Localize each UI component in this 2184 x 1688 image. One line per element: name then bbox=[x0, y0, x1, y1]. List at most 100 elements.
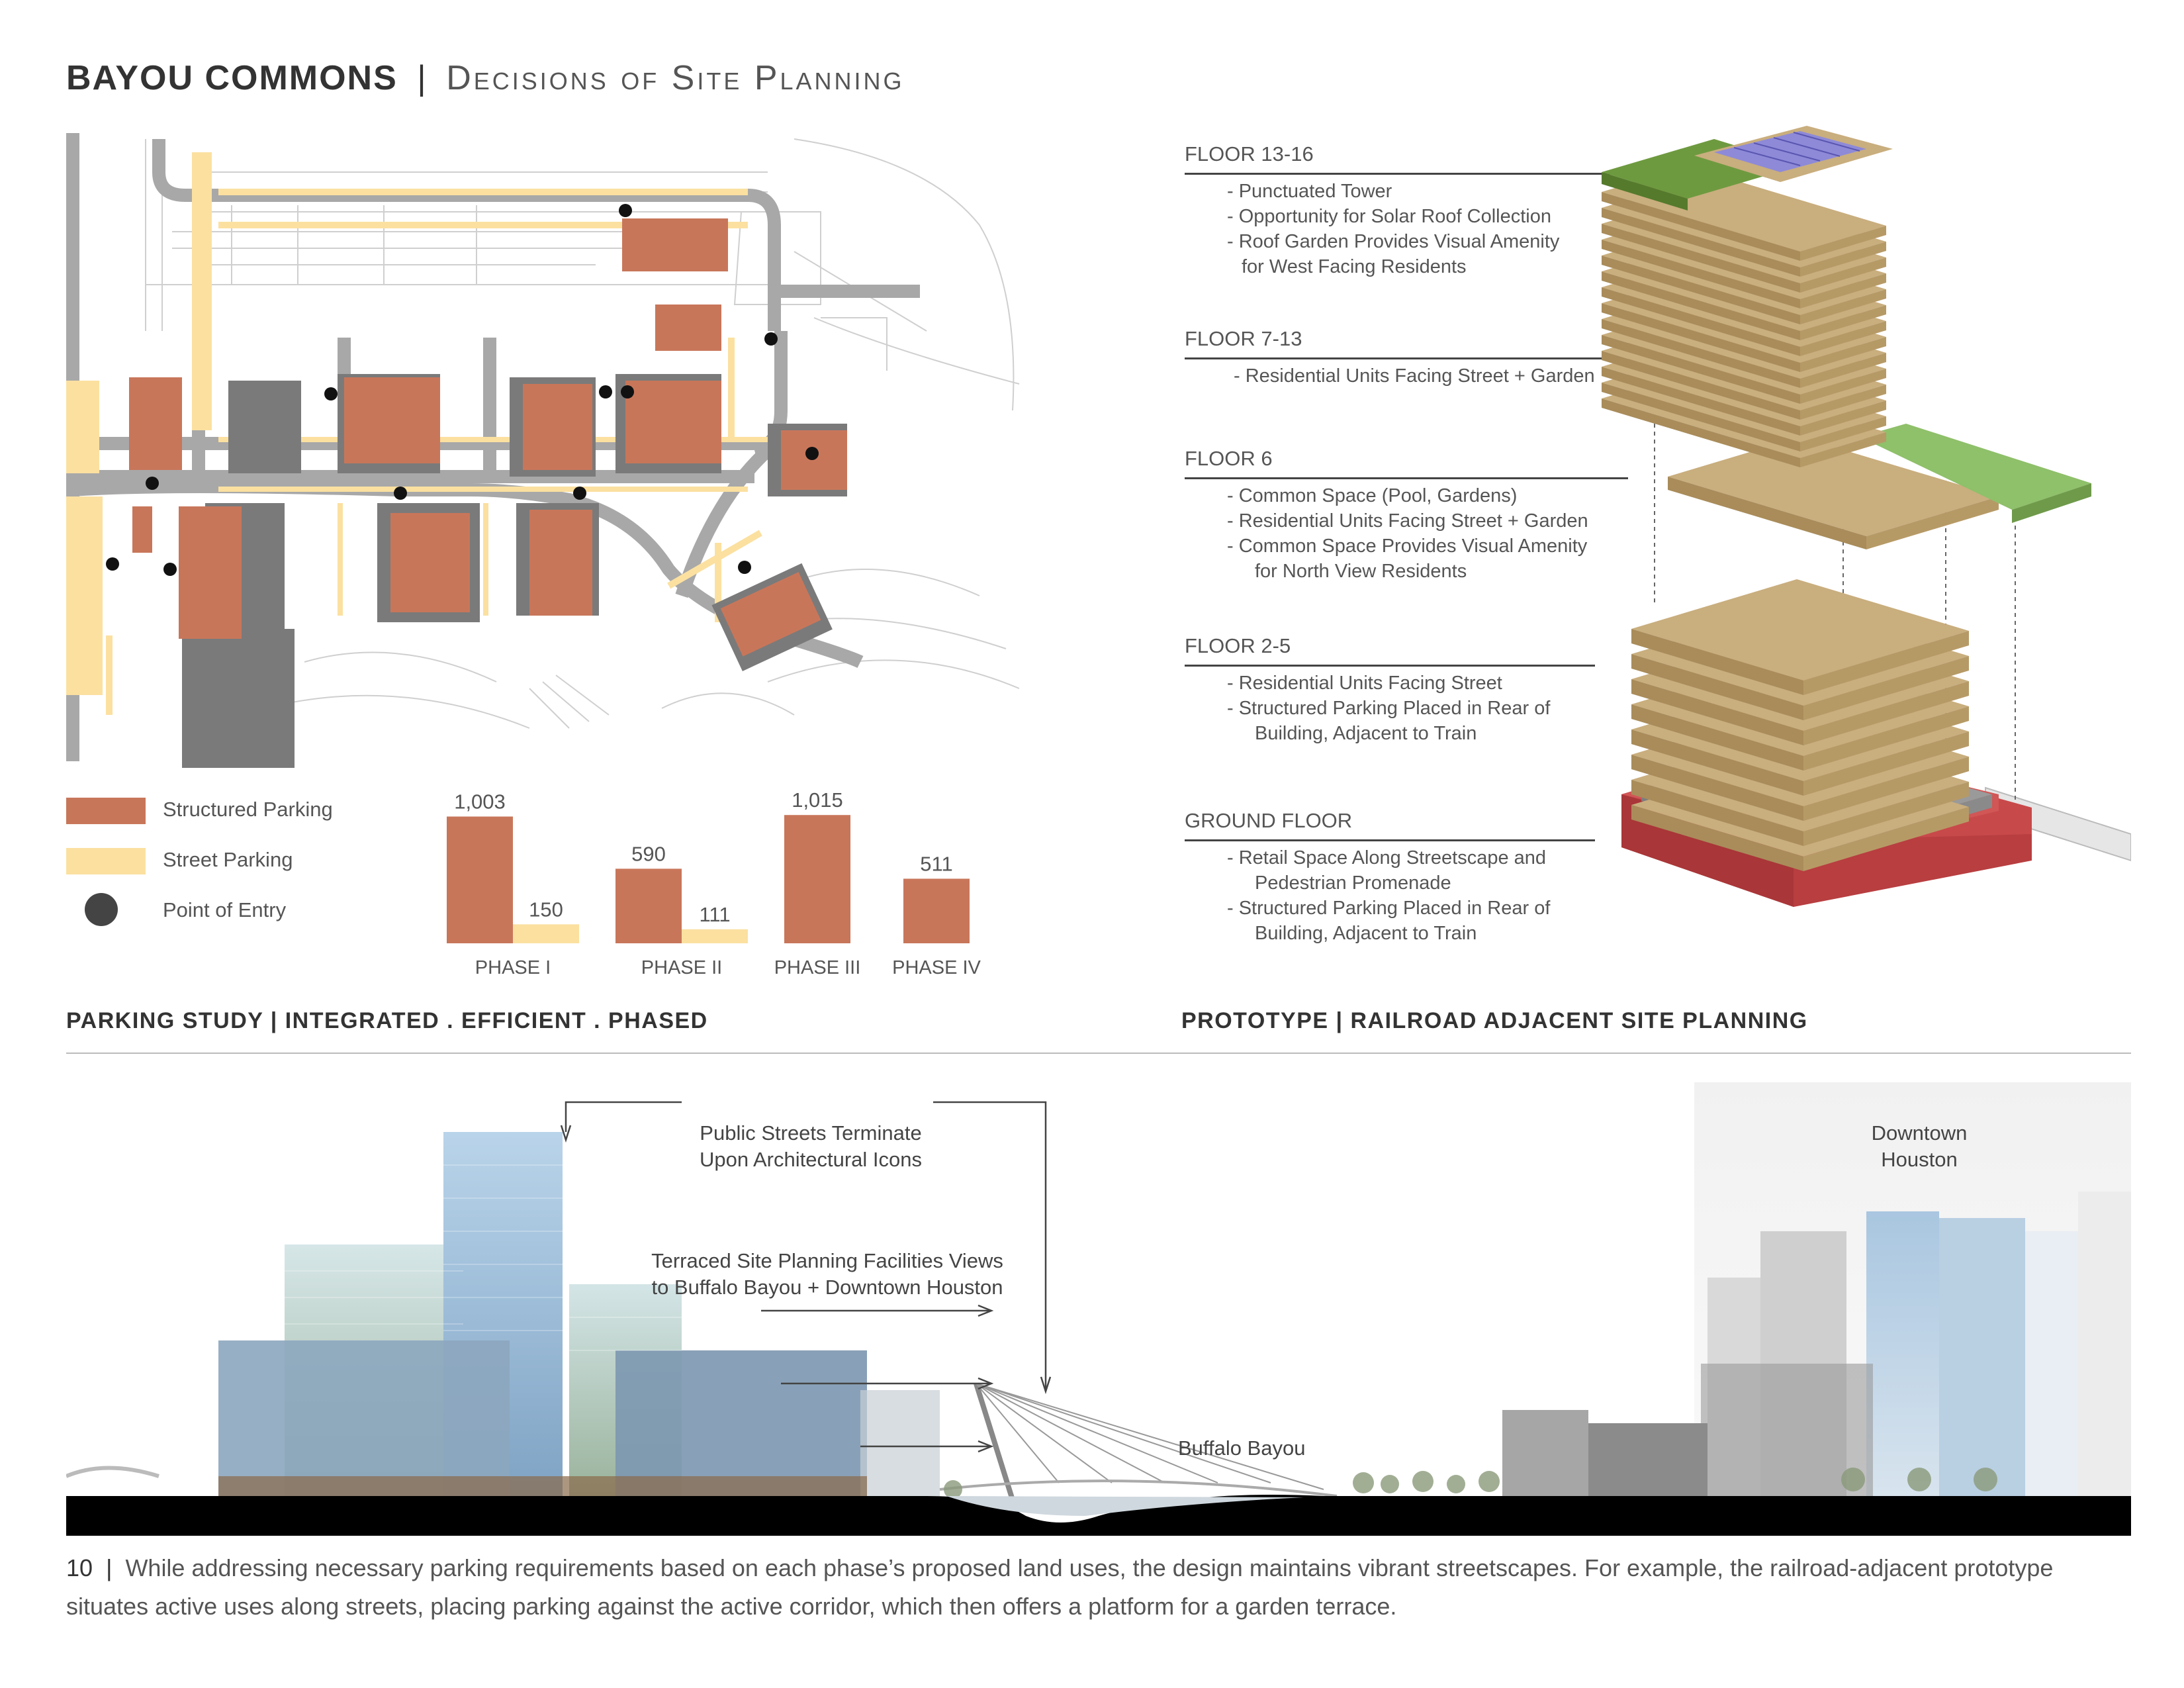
floor-slab bbox=[1800, 400, 1886, 436]
legend-swatch-entry bbox=[85, 893, 118, 926]
floor-item: - Retail Space Along Streetscape and bbox=[1227, 847, 1547, 868]
floor-slab bbox=[1631, 704, 1803, 771]
leader-line bbox=[1185, 839, 1595, 841]
legend-label-street: Street Parking bbox=[163, 848, 293, 871]
category-label: PHASE III bbox=[774, 957, 861, 978]
floor-item: - Structured Parking Placed in Rear of bbox=[1227, 698, 1551, 719]
floor-item: - Common Space Provides Visual Amenity bbox=[1227, 536, 1588, 557]
bar-value-label: 150 bbox=[529, 898, 563, 921]
downtown-skyline bbox=[1502, 1192, 2131, 1496]
floor-slab bbox=[1631, 654, 1803, 720]
site-section-elevation bbox=[66, 1082, 2131, 1536]
leader-line bbox=[1185, 357, 1602, 359]
floor-item: - Common Space (Pool, Gardens) bbox=[1227, 485, 1518, 506]
floor-6-note: FLOOR 6 - Common Space (Pool, Gardens) -… bbox=[1185, 447, 1628, 584]
floor-slab bbox=[1803, 631, 1969, 695]
floor-slab bbox=[1800, 385, 1886, 420]
parking-section-title: PARKING STUDY | INTEGRATED . EFFICIENT .… bbox=[66, 1008, 708, 1033]
floor-slab bbox=[1602, 256, 1800, 324]
floors-2-5-stack bbox=[1631, 579, 1969, 871]
floor-slab bbox=[1631, 729, 1803, 796]
structured-parking-blocks bbox=[129, 218, 847, 657]
floor-slab bbox=[1800, 321, 1886, 356]
floor-item: for North View Residents bbox=[1255, 561, 1467, 582]
floor-slab bbox=[1800, 369, 1886, 404]
tree-line bbox=[944, 1468, 1997, 1499]
floor-slab bbox=[1631, 755, 1803, 821]
terraced-annotation: Terraced Site Planning Facilities Views … bbox=[642, 1248, 1013, 1301]
annotation-line: Upon Architectural Icons bbox=[699, 1148, 922, 1171]
floor-slab bbox=[1602, 367, 1800, 436]
floor-slab bbox=[1631, 805, 1803, 871]
floor-slab bbox=[1631, 579, 1969, 680]
floor-2-5-note: FLOOR 2-5 - Residential Units Facing Str… bbox=[1185, 634, 1595, 746]
streets-annotation: Public Streets Terminate Upon Architectu… bbox=[685, 1120, 936, 1173]
annotation-line: Houston bbox=[1881, 1148, 1958, 1171]
floor-6-slab bbox=[1668, 424, 2091, 549]
bar-structured bbox=[615, 868, 682, 943]
floor-label: GROUND FLOOR bbox=[1185, 809, 1353, 832]
floor-slab bbox=[1602, 287, 1800, 356]
floor-slab bbox=[1602, 240, 1800, 308]
ground-section bbox=[66, 1495, 2131, 1536]
floor-slab bbox=[1803, 656, 1969, 720]
floor-slab bbox=[1631, 780, 1803, 846]
leader-line bbox=[1185, 173, 1628, 175]
category-label: PHASE II bbox=[641, 957, 723, 978]
floor-item: - Punctuated Tower bbox=[1227, 181, 1392, 202]
annotation-line: Public Streets Terminate bbox=[700, 1121, 922, 1145]
facade-lines bbox=[285, 1164, 682, 1351]
annotation-arrows bbox=[560, 1101, 1052, 1453]
annotation-line: Downtown bbox=[1871, 1121, 1968, 1145]
exploded-axon-tower bbox=[1602, 126, 2131, 907]
page-subtitle: Decisions of Site Planning bbox=[446, 59, 905, 97]
floor-slab bbox=[1803, 706, 1969, 771]
floor-slab bbox=[1800, 273, 1886, 308]
bar-value-label: 1,003 bbox=[454, 790, 506, 814]
floors-7-13-stack bbox=[1602, 166, 1886, 467]
floor-slab bbox=[1800, 432, 1886, 467]
entry-points bbox=[106, 204, 819, 576]
ground-floor-note: GROUND FLOOR - Retail Space Along Street… bbox=[1185, 809, 1595, 946]
floor-7-13-note: FLOOR 7-13 - Residential Units Facing St… bbox=[1185, 327, 1602, 389]
floor-slab bbox=[1800, 337, 1886, 372]
project-name: BAYOU COMMONS bbox=[66, 59, 398, 97]
floor-label: FLOOR 6 bbox=[1185, 447, 1273, 470]
floor-slab bbox=[1602, 208, 1800, 277]
floor-slab bbox=[1800, 289, 1886, 324]
bar-value-label: 111 bbox=[699, 903, 730, 926]
leader-line bbox=[1185, 665, 1595, 667]
floor-item: - Residential Units Facing Street + Gard… bbox=[1234, 365, 1595, 387]
site-plan-map bbox=[66, 133, 1020, 768]
floor-slab bbox=[1803, 681, 1969, 745]
floor-slab bbox=[1602, 399, 1800, 467]
floor-slab bbox=[1800, 416, 1886, 451]
caption-separator: | bbox=[106, 1554, 113, 1581]
floor-slab bbox=[1602, 335, 1800, 404]
caption-text: While addressing necessary parking requi… bbox=[66, 1554, 2054, 1620]
floor-slab bbox=[1602, 383, 1800, 451]
floor-label: FLOOR 2-5 bbox=[1185, 634, 1291, 657]
floor-item: - Structured Parking Placed in Rear of bbox=[1227, 898, 1551, 919]
bayou-water bbox=[946, 1496, 1304, 1516]
floor-slab bbox=[1602, 224, 1800, 293]
legend-swatch-structured bbox=[66, 798, 146, 824]
bayou-label: Buffalo Bayou bbox=[1178, 1436, 1306, 1460]
floor-slab bbox=[1602, 319, 1800, 388]
annotation-line: to Buffalo Bayou + Downtown Houston bbox=[651, 1276, 1003, 1299]
floor-slab bbox=[1803, 807, 1969, 871]
legend-swatch-street bbox=[66, 848, 146, 874]
floor-slab bbox=[1602, 351, 1800, 420]
bar-value-label: 590 bbox=[631, 842, 666, 865]
leader-line bbox=[1185, 477, 1628, 479]
floor-item: Building, Adjacent to Train bbox=[1255, 923, 1477, 944]
page-caption: 10 | While addressing necessary parking … bbox=[66, 1549, 2131, 1626]
bar-structured bbox=[903, 878, 970, 943]
bar-structured bbox=[784, 815, 850, 943]
downtown-label: Downtown Houston bbox=[1853, 1120, 1985, 1173]
floor-item: Building, Adjacent to Train bbox=[1255, 723, 1477, 744]
category-label: PHASE IV bbox=[892, 957, 981, 978]
prototype-section-title: PROTOTYPE | RAILROAD ADJACENT SITE PLANN… bbox=[1181, 1008, 1808, 1033]
legend-label-entry: Point of Entry bbox=[163, 898, 287, 921]
